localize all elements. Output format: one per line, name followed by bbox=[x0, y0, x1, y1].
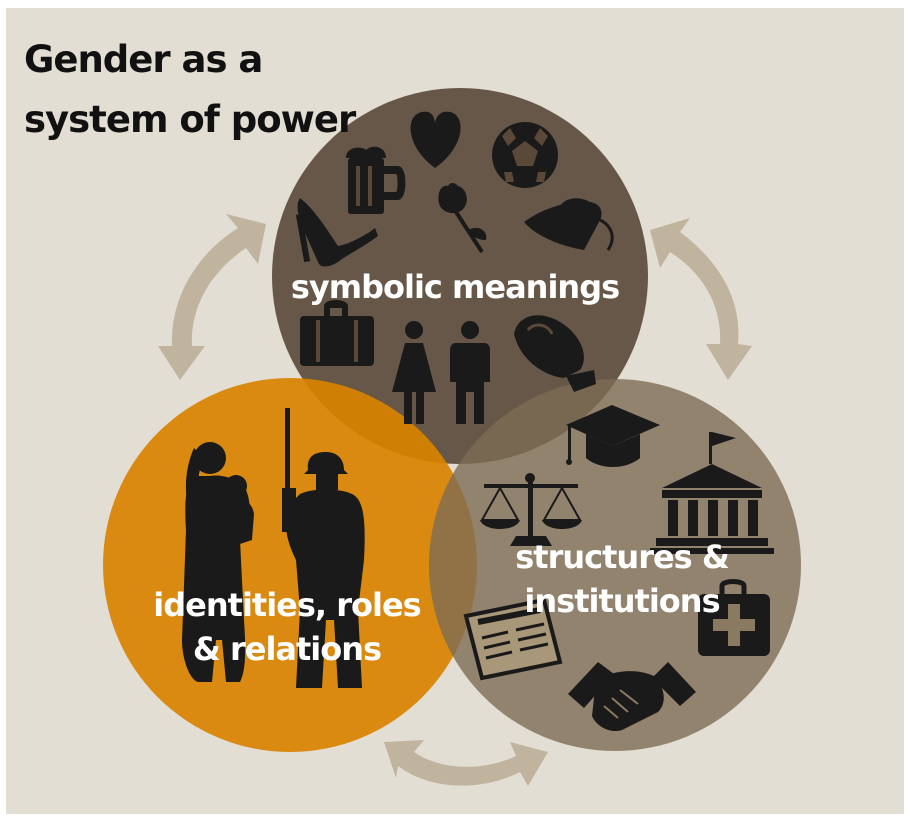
briefcase-icon bbox=[300, 300, 374, 366]
structures-label-line-2: institutions bbox=[524, 582, 719, 620]
soldier-icon bbox=[282, 408, 365, 688]
title-line-2: system of power bbox=[24, 98, 357, 141]
scales-of-justice-icon bbox=[480, 473, 582, 546]
beer-mug-icon bbox=[346, 146, 406, 214]
newspaper-icon bbox=[463, 597, 563, 681]
government-building-icon bbox=[650, 432, 774, 554]
rose-icon bbox=[438, 183, 487, 254]
heart-icon bbox=[410, 111, 461, 168]
mother-with-child-icon bbox=[182, 442, 254, 682]
identities-label-line-2: & relations bbox=[193, 630, 381, 668]
graduation-cap-icon bbox=[566, 405, 660, 467]
boxing-glove-icon bbox=[514, 315, 596, 392]
soccer-ball-icon bbox=[492, 122, 558, 188]
handshake-icon bbox=[568, 662, 696, 732]
iron-icon bbox=[524, 198, 614, 251]
woman-figure-icon bbox=[392, 321, 436, 424]
title-line-1: Gender as a bbox=[24, 38, 262, 81]
high-heel-icon bbox=[295, 198, 378, 267]
man-figure-icon bbox=[450, 321, 490, 424]
symbolic-meanings-label: symbolic meanings bbox=[291, 268, 619, 306]
cycle-arrow-bottom bbox=[384, 740, 548, 786]
cycle-arrow-left bbox=[158, 214, 266, 380]
cycle-arrow-right bbox=[650, 218, 752, 380]
structures-label-line-1: structures & bbox=[515, 538, 729, 576]
first-aid-kit-icon bbox=[698, 579, 770, 656]
identities-label-line-1: identities, roles bbox=[153, 586, 420, 624]
